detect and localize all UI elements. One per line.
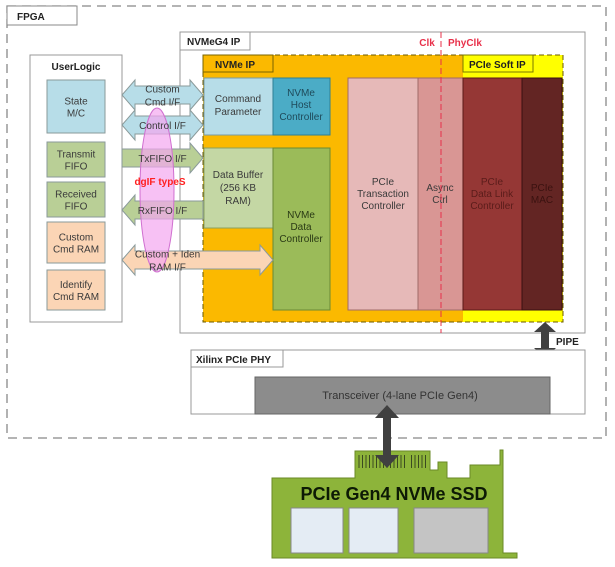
xilinx-pcie-phy-label: Xilinx PCIe PHY — [196, 355, 271, 366]
fpga-label: FPGA — [17, 12, 45, 23]
nvme-host-controller-block — [272, 77, 331, 136]
ssd-chip-2 — [348, 507, 399, 554]
ssd-chip-3 — [413, 507, 489, 554]
pcie-soft-ip-label: PCIe Soft IP — [469, 60, 526, 71]
userlogic-block — [46, 79, 106, 134]
fpga-boundary — [6, 5, 607, 439]
pcie-transaction-controller-block — [347, 77, 419, 311]
data-buffer-block — [203, 147, 274, 229]
userlogic-block — [46, 181, 106, 218]
pipe-label: PIPE — [556, 337, 579, 348]
nvme-data-controller-block — [272, 147, 331, 311]
userlogic-label: UserLogic — [52, 62, 101, 73]
nvmeg4-ip-label: NVMeG4 IP — [187, 37, 241, 48]
fpga-label-box — [6, 5, 78, 26]
pipe-arrow — [534, 322, 556, 358]
interface-arrow — [121, 78, 204, 112]
dgif-types-label: dgIF typeS — [134, 177, 185, 188]
interface-label: RxFIFO I/F — [138, 206, 187, 217]
transceiver-label: Transceiver (4-lane PCIe Gen4) — [322, 390, 478, 402]
userlogic-block — [46, 269, 106, 311]
command-parameter-block — [203, 77, 274, 136]
interface-label: Control I/F — [139, 121, 186, 132]
userlogic-block — [46, 141, 106, 178]
userlogic-block — [46, 221, 106, 264]
pcie-mac-block — [521, 77, 563, 311]
phyclk-label: PhyClk — [448, 38, 482, 49]
clk-label: Clk — [419, 38, 435, 49]
nvme-ip-label: NVMe IP — [215, 60, 255, 71]
interface-label: TxFIFO I/F — [138, 154, 186, 165]
ssd-label: PCIe Gen4 NVMe SSD — [300, 484, 487, 504]
pcie-link-arrow — [375, 405, 399, 468]
pcie-data-link-controller-block — [462, 77, 523, 311]
ssd-chip-1 — [290, 507, 344, 554]
transceiver-block — [254, 376, 551, 415]
dgif-types-ellipse — [139, 107, 175, 273]
